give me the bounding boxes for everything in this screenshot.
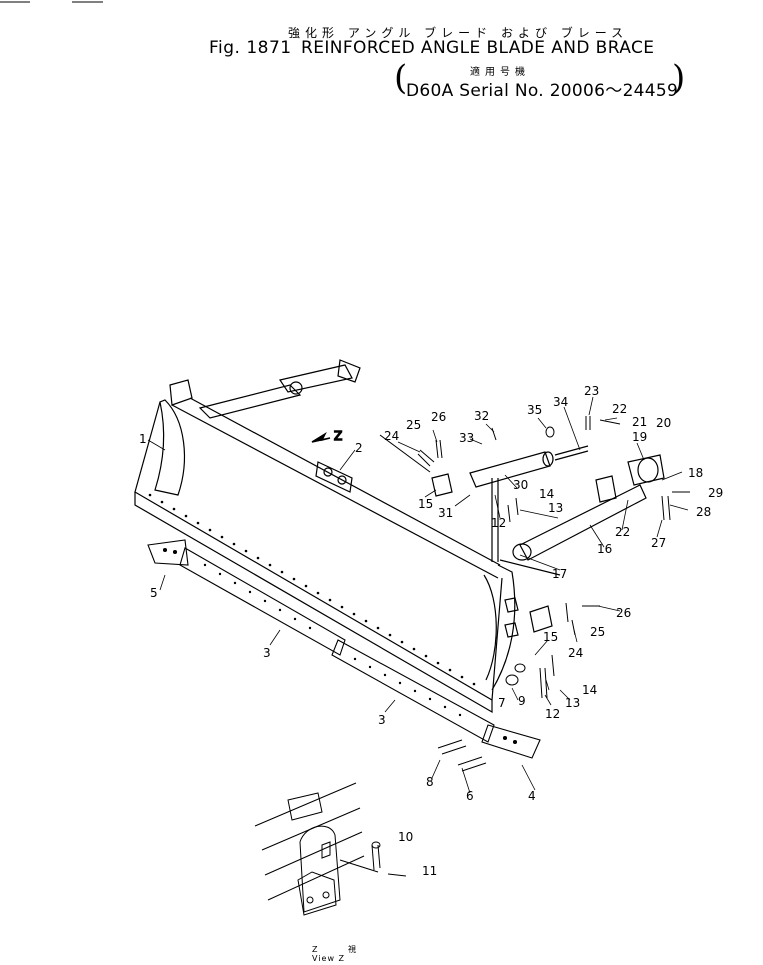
cutting-edges <box>147 539 541 759</box>
z-arrow-label: Z <box>334 429 342 443</box>
callout-26-lower: 26 <box>616 606 631 620</box>
callout-18: 18 <box>688 466 703 480</box>
callout-30: 30 <box>513 478 528 492</box>
callout-25-upper: 25 <box>406 418 421 432</box>
japanese-applicable-label: 適用号機 <box>470 67 530 78</box>
callout-14-lower: 14 <box>582 683 597 697</box>
title-block: 強化形 アングル ブレード および ブレース Fig. 1871 REINFOR… <box>0 0 763 110</box>
callout-labels: 1 2 3 3 4 5 6 7 8 9 10 11 12 12 13 13 14… <box>139 384 723 878</box>
view-z-arrow: Z <box>311 428 343 444</box>
callout-21: 21 <box>632 415 647 429</box>
figure-number: Fig. 1871 <box>209 38 292 58</box>
callout-16: 16 <box>597 542 612 556</box>
callout-15-lower: 15 <box>543 630 558 644</box>
callout-3-left: 3 <box>263 646 271 660</box>
callout-29: 29 <box>708 486 723 500</box>
view-z-caption: View Z <box>312 954 346 963</box>
callout-24-upper: 24 <box>384 429 399 443</box>
callout-2: 2 <box>355 441 363 455</box>
callout-10: 10 <box>398 830 413 844</box>
callout-34: 34 <box>553 395 568 409</box>
callout-12-upper: 12 <box>491 516 506 530</box>
callout-15-upper: 15 <box>418 497 433 511</box>
callout-1: 1 <box>139 432 147 446</box>
callout-35: 35 <box>527 403 542 417</box>
japanese-title: 強化形 アングル ブレード および ブレース <box>288 26 629 40</box>
view-z-japanese-caption: Z 視 <box>312 945 371 954</box>
push-arms <box>198 359 665 633</box>
callout-8: 8 <box>426 775 434 789</box>
right-paren: ) <box>672 58 686 98</box>
callout-26-upper: 26 <box>431 410 446 424</box>
callout-7: 7 <box>498 696 506 710</box>
callout-19: 19 <box>632 430 647 444</box>
figure-title: REINFORCED ANGLE BLADE AND BRACE <box>301 38 655 58</box>
callout-24-lower: 24 <box>568 646 583 660</box>
callout-11: 11 <box>422 864 437 878</box>
callout-12-lower: 12 <box>545 707 560 721</box>
callout-22-upper: 22 <box>612 402 627 416</box>
serial-range: D60A Serial No. 20006～24459 <box>406 81 679 101</box>
callout-28: 28 <box>696 505 711 519</box>
callout-14-upper: 14 <box>539 487 554 501</box>
left-paren: ( <box>394 58 408 98</box>
small-hardware <box>379 416 690 772</box>
callout-3-right: 3 <box>378 713 386 727</box>
callout-23: 23 <box>584 384 599 398</box>
leader-lines <box>147 396 689 794</box>
callout-13-lower: 13 <box>565 696 580 710</box>
callout-13-upper: 13 <box>548 501 563 515</box>
callout-6: 6 <box>466 789 474 803</box>
callout-22-lower: 22 <box>615 525 630 539</box>
callout-27: 27 <box>651 536 666 550</box>
callout-9: 9 <box>518 694 526 708</box>
blade-assembly <box>134 379 519 714</box>
callout-4: 4 <box>528 789 536 803</box>
callout-5: 5 <box>150 586 158 600</box>
callout-17: 17 <box>552 567 567 581</box>
view-z-inset <box>254 782 407 916</box>
callout-33: 33 <box>459 431 474 445</box>
callout-32: 32 <box>474 409 489 423</box>
callout-20: 20 <box>656 416 671 430</box>
blade-bolt-holes <box>148 493 476 686</box>
callout-25-lower: 25 <box>590 625 605 639</box>
callout-31: 31 <box>438 506 453 520</box>
